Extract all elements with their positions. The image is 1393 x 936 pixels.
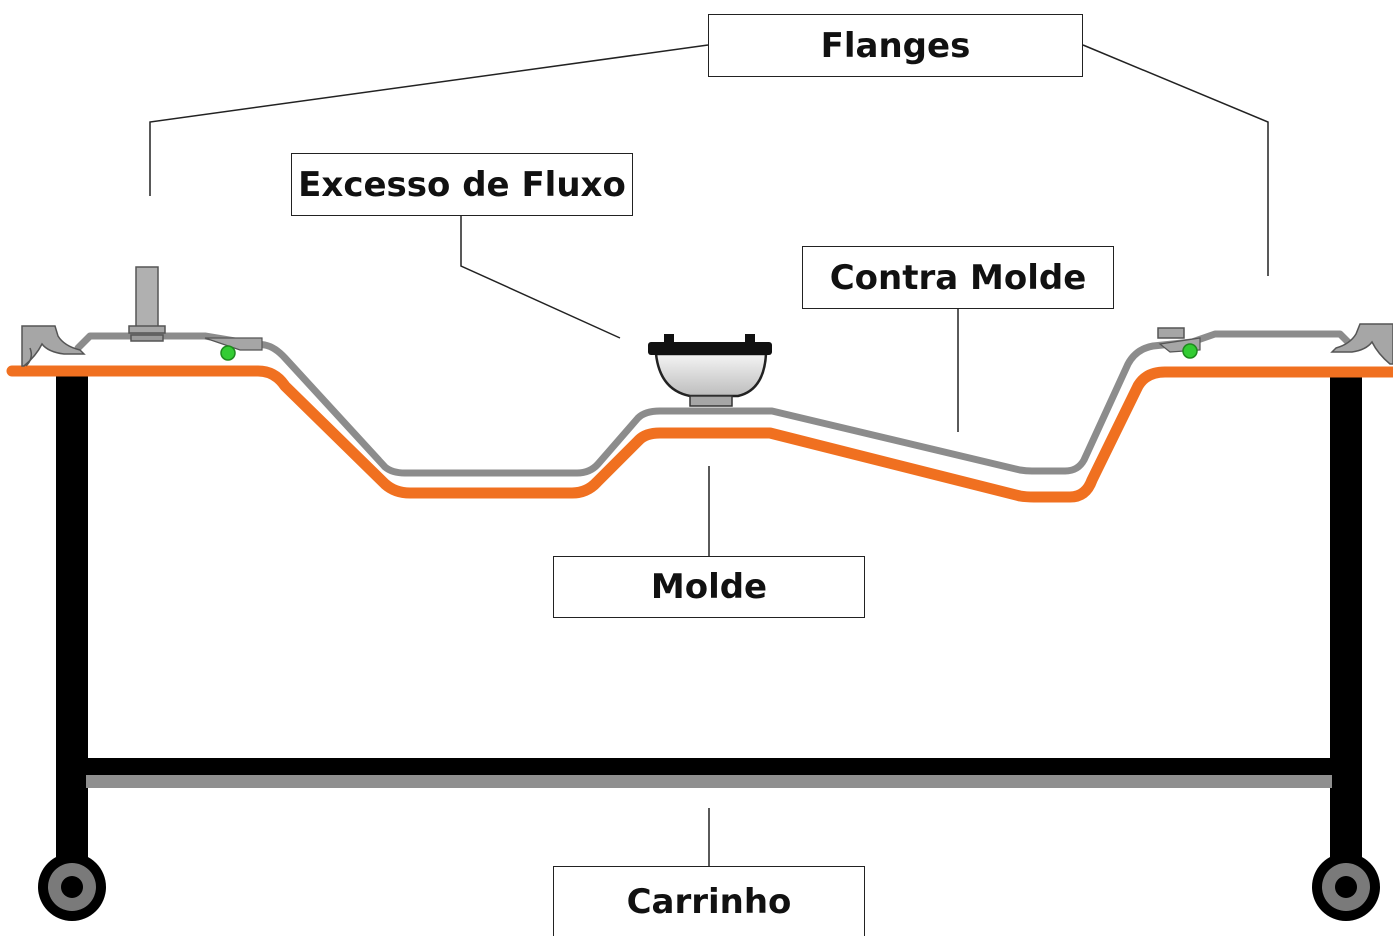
annotation-arrows xyxy=(149,44,1269,866)
cart-right-leg xyxy=(1330,370,1362,890)
counter-mold-profile xyxy=(74,330,1356,477)
contra-molde-label: Contra Molde xyxy=(802,246,1114,309)
cart-left-wheel xyxy=(38,853,106,921)
excesso-de-fluxo-label: Excesso de Fluxo xyxy=(291,153,633,216)
cart-left-leg xyxy=(56,370,88,890)
green-marker-right xyxy=(1182,343,1198,359)
flux-excess-bowl xyxy=(648,334,772,407)
excesso-arrow xyxy=(460,216,621,339)
flanges-arrow-left xyxy=(149,44,709,196)
mold-profile xyxy=(6,365,1393,503)
cart-frame xyxy=(38,370,1380,921)
left-flange xyxy=(21,266,263,367)
cart-crossbar-shade xyxy=(86,775,1332,788)
flanges-arrow-right xyxy=(1082,44,1269,276)
molde-label: Molde xyxy=(553,556,865,618)
green-marker-left xyxy=(220,345,236,361)
right-flange xyxy=(1157,323,1393,365)
cart-crossbar xyxy=(86,758,1332,778)
carrinho-label: Carrinho xyxy=(553,866,865,936)
cart-right-wheel xyxy=(1312,853,1380,921)
flange-clamp-right xyxy=(1157,327,1185,339)
flanges-label: Flanges xyxy=(708,14,1083,77)
flange-clamp xyxy=(135,266,159,328)
